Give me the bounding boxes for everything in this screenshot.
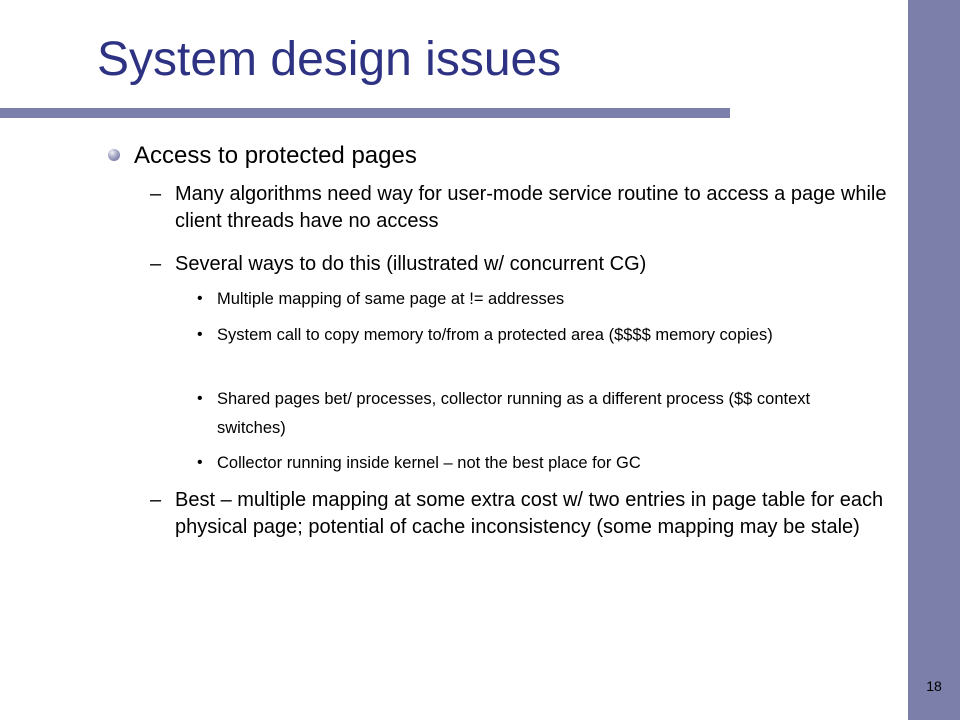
dash-marker: – (150, 489, 162, 511)
dash-marker: – (150, 253, 162, 275)
title-underline (0, 108, 730, 118)
subpoint-text: Collector running inside kernel – not th… (217, 454, 641, 472)
dot-marker: • (197, 454, 203, 471)
dot-marker: • (197, 326, 203, 343)
dot-marker: • (197, 290, 203, 307)
point-text: Best – multiple mapping at some extra co… (175, 489, 884, 538)
dot-marker: • (197, 390, 203, 407)
subpoint-text: Shared pages bet/ processes, collector r… (217, 390, 811, 437)
page-number: 18 (926, 678, 942, 694)
bullet-heading: Access to protected pages (134, 142, 417, 169)
subpoint-text: Multiple mapping of same page at != addr… (217, 290, 565, 308)
right-accent-bar (908, 0, 960, 720)
subpoint-text: System call to copy memory to/from a pro… (217, 326, 773, 344)
dash-marker: – (150, 183, 162, 205)
point-text: Many algorithms need way for user-mode s… (175, 183, 887, 232)
point-text: Several ways to do this (illustrated w/ … (175, 253, 647, 275)
bullet-orb-icon (108, 149, 120, 161)
slide-title: System design issues (97, 33, 562, 86)
